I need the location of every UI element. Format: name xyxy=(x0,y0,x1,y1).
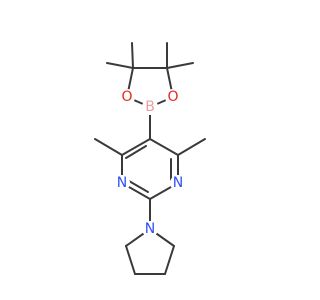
nitrogen-atom-pyrrolidine: N xyxy=(145,221,155,237)
bond-c2-me4 xyxy=(166,62,194,69)
nitrogen-atom-pyrimidine-left: N xyxy=(117,175,127,191)
oxygen-atom-left: O xyxy=(121,89,132,105)
bond-c6-methyl xyxy=(177,138,206,156)
bond-ca-cb xyxy=(125,245,136,275)
oxygen-atom-right: O xyxy=(167,89,178,105)
bonds xyxy=(94,42,206,275)
bond-c5-c6 xyxy=(149,138,179,156)
bond-c1-me1 xyxy=(106,62,134,69)
nitrogen-atom-pyrimidine-right: N xyxy=(173,175,183,191)
boron-atom: B xyxy=(145,99,155,115)
bond-cc-cd xyxy=(164,245,175,275)
chemical-structure-diagram: O O B N N N xyxy=(94,42,206,275)
bond-c4-methyl xyxy=(94,138,123,156)
bond-c1-me2 xyxy=(131,42,134,69)
bond-c5-c4-double xyxy=(125,145,147,159)
atom-labels: O O B N N N xyxy=(114,89,186,237)
bond-n1-c2-double xyxy=(128,180,149,193)
bond-c5-c4 xyxy=(121,138,151,156)
